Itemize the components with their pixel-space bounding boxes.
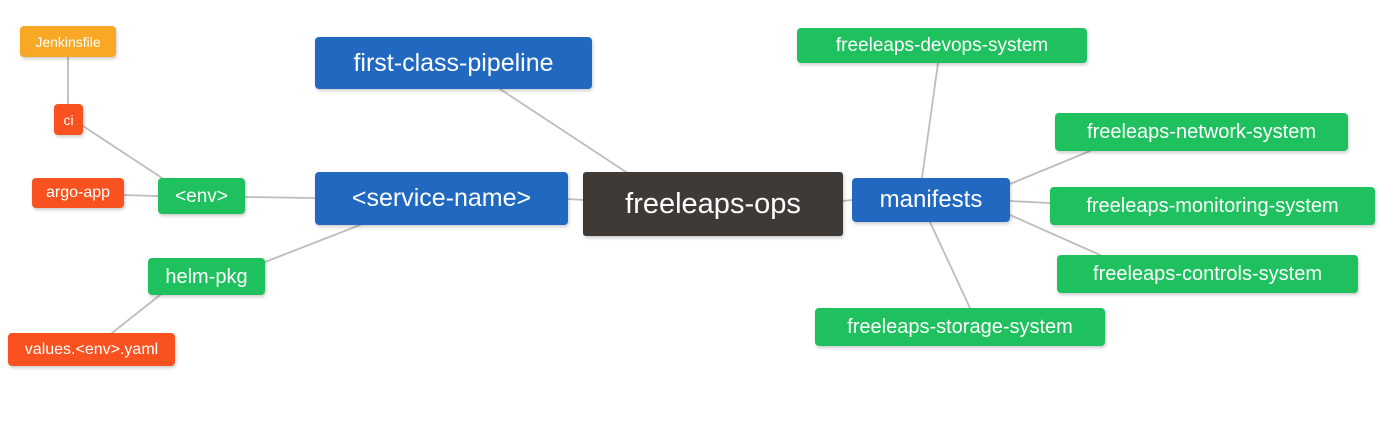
node-manifests[interactable]: manifests [852,178,1010,222]
node-ci[interactable]: ci [54,104,83,135]
node-freeleaps-devops-system[interactable]: freeleaps-devops-system [797,28,1087,63]
edge-env-ci [82,125,166,181]
node-service-name[interactable]: <service-name> [315,172,568,225]
edge-service-env [244,196,316,199]
edge-env-argo [123,194,159,197]
edge-manifests-devops [921,62,939,179]
edge-service-helm [264,224,361,263]
edge-ops-pipeline [499,88,627,173]
node-freeleaps-monitoring-system[interactable]: freeleaps-monitoring-system [1050,187,1375,225]
edge-manifests-storage [929,221,971,309]
node-argo-app[interactable]: argo-app [32,178,124,208]
edge-ops-manifests [842,199,853,202]
edge-manifests-monitoring [1009,200,1051,204]
edge-ops-service [567,198,584,201]
node-freeleaps-network-system[interactable]: freeleaps-network-system [1055,113,1348,151]
node-helm-pkg[interactable]: helm-pkg [148,258,265,295]
edge-manifests-network [1009,150,1091,185]
edge-helm-values [111,294,161,334]
node-freeleaps-ops[interactable]: freeleaps-ops [583,172,843,236]
node-jenkinsfile[interactable]: Jenkinsfile [20,26,116,57]
node-values-env-yaml[interactable]: values.<env>.yaml [8,333,175,366]
node-first-class-pipeline[interactable]: first-class-pipeline [315,37,592,89]
node-freeleaps-controls-system[interactable]: freeleaps-controls-system [1057,255,1358,293]
node-env[interactable]: <env> [158,178,245,214]
node-freeleaps-storage-system[interactable]: freeleaps-storage-system [815,308,1105,346]
